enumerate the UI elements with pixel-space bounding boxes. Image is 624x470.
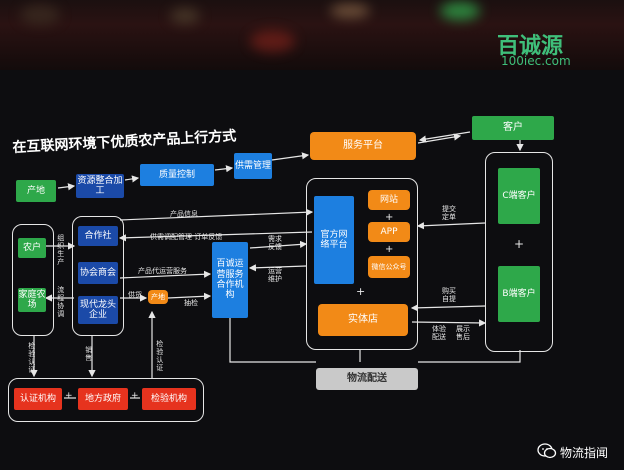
label-ops-maintenance: 运营维护 [268,267,282,283]
node-farmer[interactable]: 农户 [18,238,46,258]
plus-sign: + [514,237,525,251]
node-inspection-body[interactable]: 检验机构 [142,388,196,410]
stage-light [330,4,370,18]
node-baicheng-ops[interactable]: 百诚运营服务合作机构 [212,242,248,318]
label-supply-source: 供货 [128,291,142,299]
node-app[interactable]: APP [368,222,410,242]
label-sales: 销售 [84,346,93,362]
plus-sign: + [385,212,394,223]
node-cert-body[interactable]: 认证机构 [14,388,62,410]
label-demand-feedback: 需求反馈 [268,235,282,251]
watermark-text: 物流指闻 [560,446,609,460]
node-service-platform[interactable]: 服务平台 [310,132,416,160]
label-submit-order: 提交定单 [442,205,456,221]
plus-sign: + [131,391,139,401]
node-local-gov[interactable]: 地方政府 [78,388,128,410]
stage-light [250,30,295,52]
label-org-production: 组织生产 [56,234,65,266]
label-check-cert: 检验认证 [155,340,164,372]
node-association[interactable]: 协会商会 [78,262,118,284]
node-wechat[interactable]: 微信公众号 [368,256,410,278]
wechat-icon [537,443,557,459]
label-agency-sales: 产品代运营服务 [138,267,187,275]
platform-frame [306,178,418,350]
node-origin[interactable]: 产地 [16,180,56,202]
logo-en: 100iec.com [501,54,571,68]
node-c-customer[interactable]: C端客户 [498,168,540,224]
stage-ceiling [0,0,624,70]
label-process-coordination: 流程协调 [56,286,65,318]
node-website[interactable]: 网站 [368,190,410,210]
node-leading-enterprise[interactable]: 现代龙头企业 [78,296,118,324]
label-purchase-pickup: 购买自提 [442,287,456,303]
govern-frame [8,378,204,422]
label-product-info: 产品信息 [170,210,198,218]
node-small-origin[interactable]: 产地 [148,290,168,304]
plus-sign: + [65,391,73,401]
org-frame [72,216,124,336]
label-experience-delivery: 体验配送 [432,325,446,341]
label-sampling: 抽检 [184,299,198,307]
node-physical-store[interactable]: 实体店 [318,304,408,336]
node-coop[interactable]: 合作社 [78,226,118,246]
node-b-customer[interactable]: B端客户 [498,266,540,322]
plus-sign: + [385,244,394,255]
node-supply-demand[interactable]: 供需管理 [234,153,272,179]
node-family-farm[interactable]: 家庭农场 [18,288,46,312]
stage-light [440,2,480,20]
node-resource-integration[interactable]: 资源整合加工 [76,174,124,198]
stage-light [20,5,60,25]
node-customer[interactable]: 客户 [472,116,554,140]
logo-cn: 百诚源 [497,34,564,59]
node-quality-control[interactable]: 质量控制 [140,164,214,186]
label-inspection-cert: 检验认证 [27,342,36,374]
node-official-platform[interactable]: 官方网络平台 [314,196,354,284]
stage-light [170,8,200,24]
source-frame [12,224,54,336]
customer-frame [485,152,553,352]
plus-sign: + [356,285,366,298]
label-supply-order-feedback: 供需调配管理 订单反馈 [150,233,223,241]
node-logistics[interactable]: 物流配送 [316,368,418,390]
label-display-aftersale: 展示售后 [456,325,470,341]
